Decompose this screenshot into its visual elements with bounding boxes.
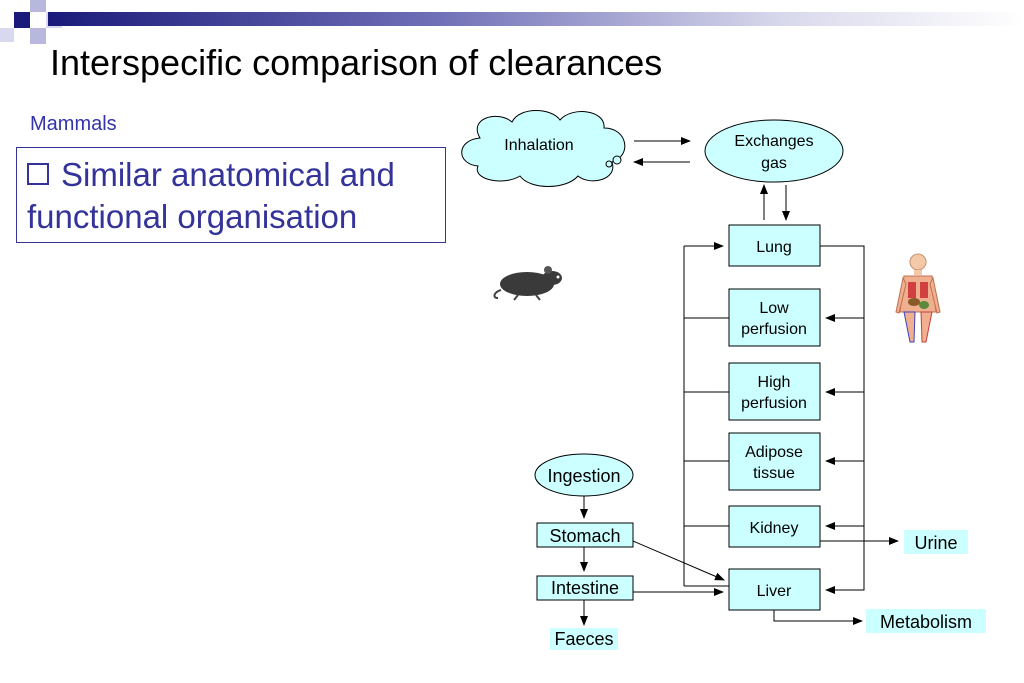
- right-arterial-line: [820, 245, 865, 594]
- svg-text:Intestine: Intestine: [551, 578, 619, 598]
- gas-label: gas: [761, 155, 787, 172]
- bullet-box: Similar anatomical and functional organi…: [16, 147, 446, 243]
- exchanges-label: Exchanges: [734, 133, 813, 150]
- exchanges-gas-ellipse: Exchanges gas: [704, 119, 844, 183]
- stomach-box: Stomach: [536, 522, 634, 548]
- svg-text:Ingestion: Ingestion: [547, 466, 620, 486]
- faeces-label-box: Faeces: [550, 628, 618, 650]
- svg-text:Adipose: Adipose: [745, 444, 803, 461]
- svg-text:Liver: Liver: [757, 583, 792, 600]
- intestine-box: Intestine: [536, 575, 634, 601]
- inhalation-label: Inhalation: [504, 137, 573, 154]
- arrow-liver-to-metabolism: [773, 610, 863, 625]
- header-gradient-bar: [48, 12, 1024, 26]
- human-anatomy-icon: [895, 253, 941, 343]
- svg-text:perfusion: perfusion: [741, 395, 807, 412]
- urine-label-box: Urine: [904, 530, 968, 554]
- svg-text:Faeces: Faeces: [554, 629, 613, 649]
- svg-text:Stomach: Stomach: [549, 526, 620, 546]
- high-perfusion-box: High perfusion: [728, 362, 821, 421]
- arrow-stomach-to-liver: [632, 540, 725, 581]
- checkbox-bullet-icon: [27, 163, 49, 185]
- bullet-line-2: functional organisation: [27, 198, 358, 235]
- rat-icon: [493, 266, 562, 301]
- ingestion-ellipse: Ingestion: [534, 453, 634, 497]
- svg-text:High: High: [758, 374, 791, 391]
- kidney-box: Kidney: [728, 505, 821, 548]
- svg-text:tissue: tissue: [753, 465, 795, 482]
- liver-box: Liver: [728, 568, 821, 611]
- inhalation-cloud: Inhalation: [461, 110, 626, 187]
- slide-title: Interspecific comparison of clearances: [50, 42, 663, 83]
- lung-box: Lung: [728, 224, 821, 267]
- svg-text:Metabolism: Metabolism: [880, 612, 972, 632]
- metabolism-label-box: Metabolism: [866, 609, 986, 633]
- bullet-line-1: Similar anatomical and: [27, 154, 435, 196]
- svg-text:Low: Low: [759, 300, 789, 317]
- svg-text:Kidney: Kidney: [750, 520, 799, 537]
- svg-text:Lung: Lung: [756, 239, 792, 256]
- slide-subtitle: Mammals: [30, 113, 117, 135]
- low-perfusion-box: Low perfusion: [728, 288, 821, 347]
- svg-text:Urine: Urine: [914, 533, 957, 553]
- adipose-tissue-box: Adipose tissue: [728, 432, 821, 491]
- svg-text:perfusion: perfusion: [741, 321, 807, 338]
